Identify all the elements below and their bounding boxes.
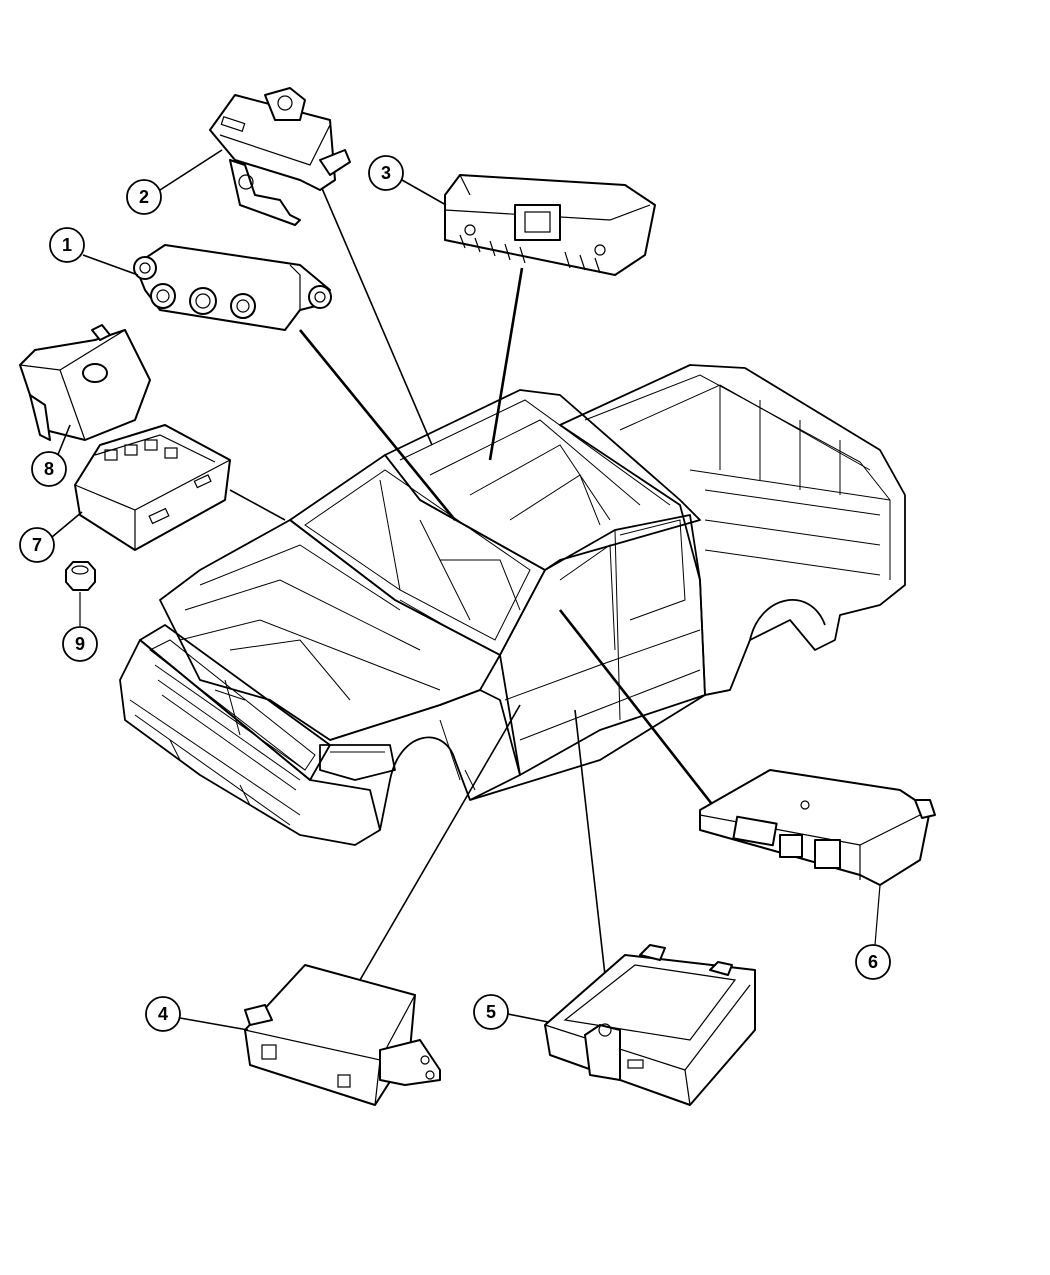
part-4-module xyxy=(244,964,441,1106)
callout-label-5: 5 xyxy=(486,1002,496,1022)
callout-label-8: 8 xyxy=(44,459,54,479)
callout-5: 5 xyxy=(473,994,549,1030)
callout-label-1: 1 xyxy=(62,235,72,255)
callout-2: 2 xyxy=(126,149,223,215)
callout-7: 7 xyxy=(19,511,83,563)
callout-label-9: 9 xyxy=(75,634,85,654)
callouts: 1 2 3 8 7 9 xyxy=(19,149,891,1032)
part-9-nut xyxy=(65,561,96,626)
truck-body xyxy=(119,364,906,846)
callout-8: 8 xyxy=(31,424,71,487)
callout-label-7: 7 xyxy=(32,535,42,555)
part-3-module xyxy=(444,174,656,276)
callout-4: 4 xyxy=(145,996,249,1032)
part-6-module xyxy=(699,769,936,946)
callout-label-3: 3 xyxy=(381,163,391,183)
callout-label-2: 2 xyxy=(139,187,149,207)
part-5-module xyxy=(544,944,756,1106)
callout-label-6: 6 xyxy=(868,952,878,972)
callout-6: 6 xyxy=(855,944,891,980)
part-8-bracket xyxy=(19,324,151,441)
callout-9: 9 xyxy=(62,626,98,662)
part-1-sensor xyxy=(133,244,332,331)
part-7-block xyxy=(74,424,231,551)
callout-3: 3 xyxy=(368,155,447,206)
leader-lines xyxy=(229,164,742,981)
callout-1: 1 xyxy=(49,227,139,276)
callout-label-4: 4 xyxy=(158,1004,168,1024)
part-2-module xyxy=(209,87,351,226)
